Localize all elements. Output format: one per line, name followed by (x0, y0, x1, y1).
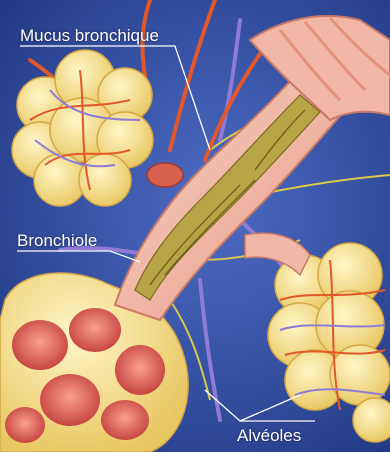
label-alveoles: Alvéoles (237, 427, 301, 444)
alveolus-cavity (101, 400, 149, 440)
alveolus-cavity (69, 308, 121, 352)
bronchus-opening (147, 163, 183, 187)
alveolus-cavity (5, 407, 45, 443)
label-bronchiole: Bronchiole (17, 232, 97, 249)
label-mucus-bronchique: Mucus bronchique (20, 27, 159, 44)
alveolus-cavity (115, 345, 165, 395)
alveolus-cavity (12, 320, 68, 370)
alveolus-cavity (40, 374, 100, 426)
